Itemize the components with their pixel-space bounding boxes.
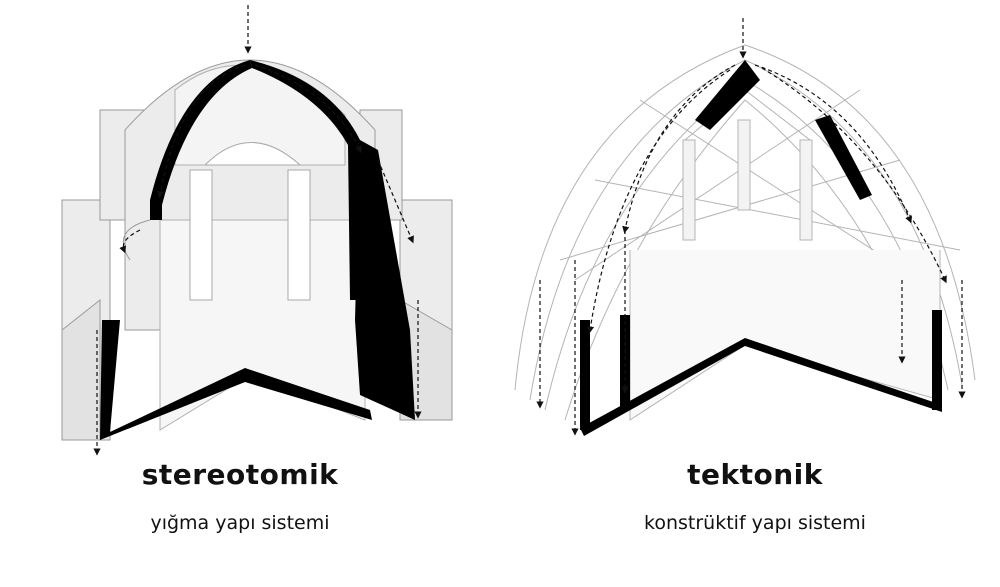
- load-path-arrows: [536, 18, 966, 436]
- section-cut: [580, 60, 942, 436]
- load-path-arrows: [93, 5, 422, 456]
- tectonic-panel: tektonik konstrüktif yapı sistemi: [500, 0, 1000, 587]
- stereotomic-title: stereotomik: [141, 458, 339, 491]
- stereotomic-section-illustration: [61, 5, 453, 456]
- tectonic-subtitle: konstrüktif yapı sistemi: [644, 512, 866, 534]
- section-cut: [100, 60, 415, 440]
- stereotomic-panel: stereotomik yığma yapı sistemi: [61, 5, 453, 534]
- stereotomic-subtitle: yığma yapı sistemi: [150, 512, 330, 534]
- tectonic-section-illustration: [514, 18, 976, 436]
- tectonic-title: tektonik: [687, 458, 823, 491]
